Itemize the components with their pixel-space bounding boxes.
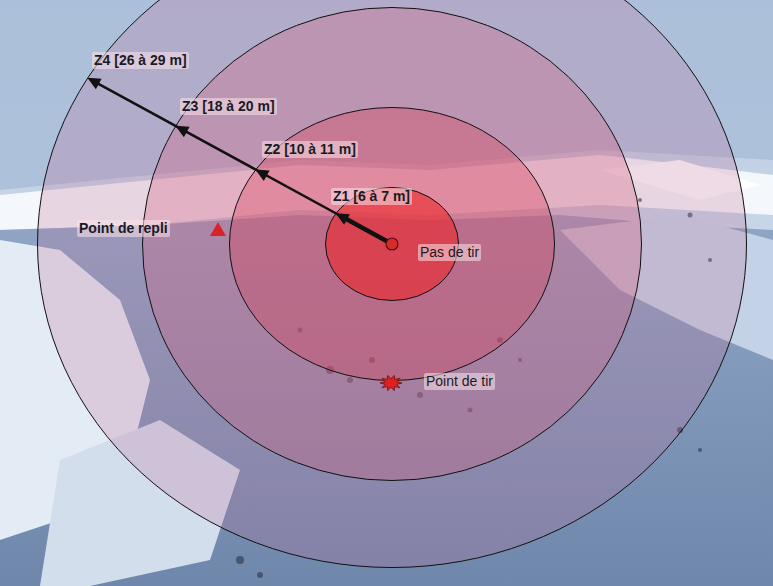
zone-label: Z1 [6 à 7 m] (331, 188, 412, 205)
firing-position-dot (386, 238, 398, 250)
firing-position-label: Pas de tir (418, 244, 481, 261)
fallback-point-label: Point de repli (77, 220, 170, 237)
arrow-head (87, 78, 101, 90)
zone-label: Z3 [18 à 20 m] (180, 98, 277, 115)
zone-label: Z2 [10 à 11 m] (262, 141, 358, 158)
arrow-head (175, 126, 189, 137)
fallback-triangle (210, 222, 226, 236)
arrow-head (255, 169, 269, 181)
firing-point-label: Point de tir (424, 373, 495, 390)
zone-label: Z4 [26 à 29 m] (92, 52, 189, 69)
zone-ellipse: Z4 [26 à 29 m] Z3 [18 à 20 m] Z2 [10 à 11 … (37, 0, 747, 568)
firing-point-burst (380, 375, 402, 390)
distance-arrow (343, 217, 392, 244)
arrow-head (336, 213, 350, 225)
